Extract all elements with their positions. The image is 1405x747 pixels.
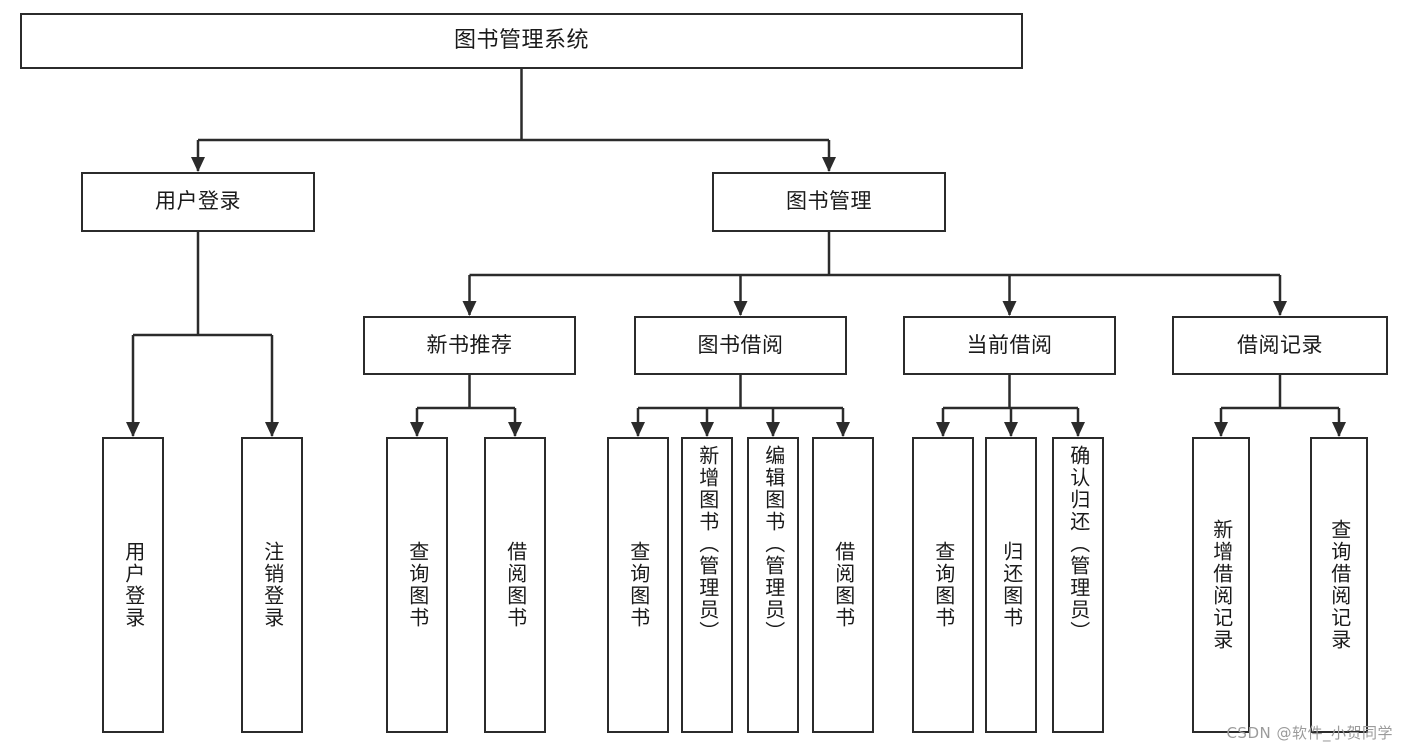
node-book-management[interactable]: 图书管理	[712, 172, 946, 232]
leaf-add-book-admin-label: 新增图书（管理员）	[695, 445, 720, 643]
node-current-borrowing[interactable]: 当前借阅	[903, 316, 1116, 375]
leaf-borrow-books[interactable]: 借阅图书	[812, 437, 874, 733]
node-new-book-recommendation[interactable]: 新书推荐	[363, 316, 576, 375]
node-book-borrowing[interactable]: 图书借阅	[634, 316, 847, 375]
node-user-login-label: 用户登录	[155, 189, 241, 214]
leaf-query-borrow-record[interactable]: 查询借阅记录	[1310, 437, 1368, 733]
node-user-login[interactable]: 用户登录	[81, 172, 315, 232]
node-current-borrowing-label: 当前借阅	[966, 332, 1053, 357]
node-root-label: 图书管理系统	[453, 27, 589, 53]
leaf-borrow-books-recommend-label: 借阅图书	[503, 541, 528, 629]
leaf-borrow-books-recommend[interactable]: 借阅图书	[484, 437, 546, 733]
leaf-query-books-borrowing[interactable]: 查询图书	[607, 437, 669, 733]
leaf-query-books-recommend[interactable]: 查询图书	[386, 437, 448, 733]
watermark: CSDN @软件_小贺同学	[1226, 724, 1393, 742]
leaf-return-books[interactable]: 归还图书	[985, 437, 1037, 733]
leaf-logout-label: 注销登录	[260, 541, 285, 629]
leaf-edit-book-admin-label: 编辑图书（管理员）	[761, 445, 786, 643]
leaf-confirm-return-admin-label: 确认归还（管理员）	[1066, 445, 1091, 643]
leaf-query-books-recommend-label: 查询图书	[405, 541, 430, 629]
node-root[interactable]: 图书管理系统	[20, 13, 1023, 69]
leaf-query-books-current[interactable]: 查询图书	[912, 437, 974, 733]
node-borrowing-records[interactable]: 借阅记录	[1172, 316, 1388, 375]
leaf-query-books-current-label: 查询图书	[931, 541, 956, 629]
node-borrowing-records-label: 借阅记录	[1237, 332, 1323, 357]
leaf-query-borrow-record-label: 查询借阅记录	[1327, 519, 1352, 651]
node-book-borrowing-label: 图书借阅	[697, 332, 784, 357]
leaf-add-book-admin[interactable]: 新增图书（管理员）	[681, 437, 733, 733]
node-book-management-label: 图书管理	[786, 189, 872, 214]
leaf-query-books-borrowing-label: 查询图书	[626, 541, 651, 629]
leaf-user-login[interactable]: 用户登录	[102, 437, 164, 733]
leaf-return-books-label: 归还图书	[999, 541, 1024, 629]
leaf-confirm-return-admin[interactable]: 确认归还（管理员）	[1052, 437, 1104, 733]
leaf-edit-book-admin[interactable]: 编辑图书（管理员）	[747, 437, 799, 733]
leaf-add-borrow-record[interactable]: 新增借阅记录	[1192, 437, 1250, 733]
leaf-borrow-books-label: 借阅图书	[831, 541, 856, 629]
leaf-logout[interactable]: 注销登录	[241, 437, 303, 733]
leaf-add-borrow-record-label: 新增借阅记录	[1209, 519, 1234, 651]
node-new-book-recommendation-label: 新书推荐	[426, 332, 513, 357]
leaf-user-login-label: 用户登录	[121, 541, 146, 629]
